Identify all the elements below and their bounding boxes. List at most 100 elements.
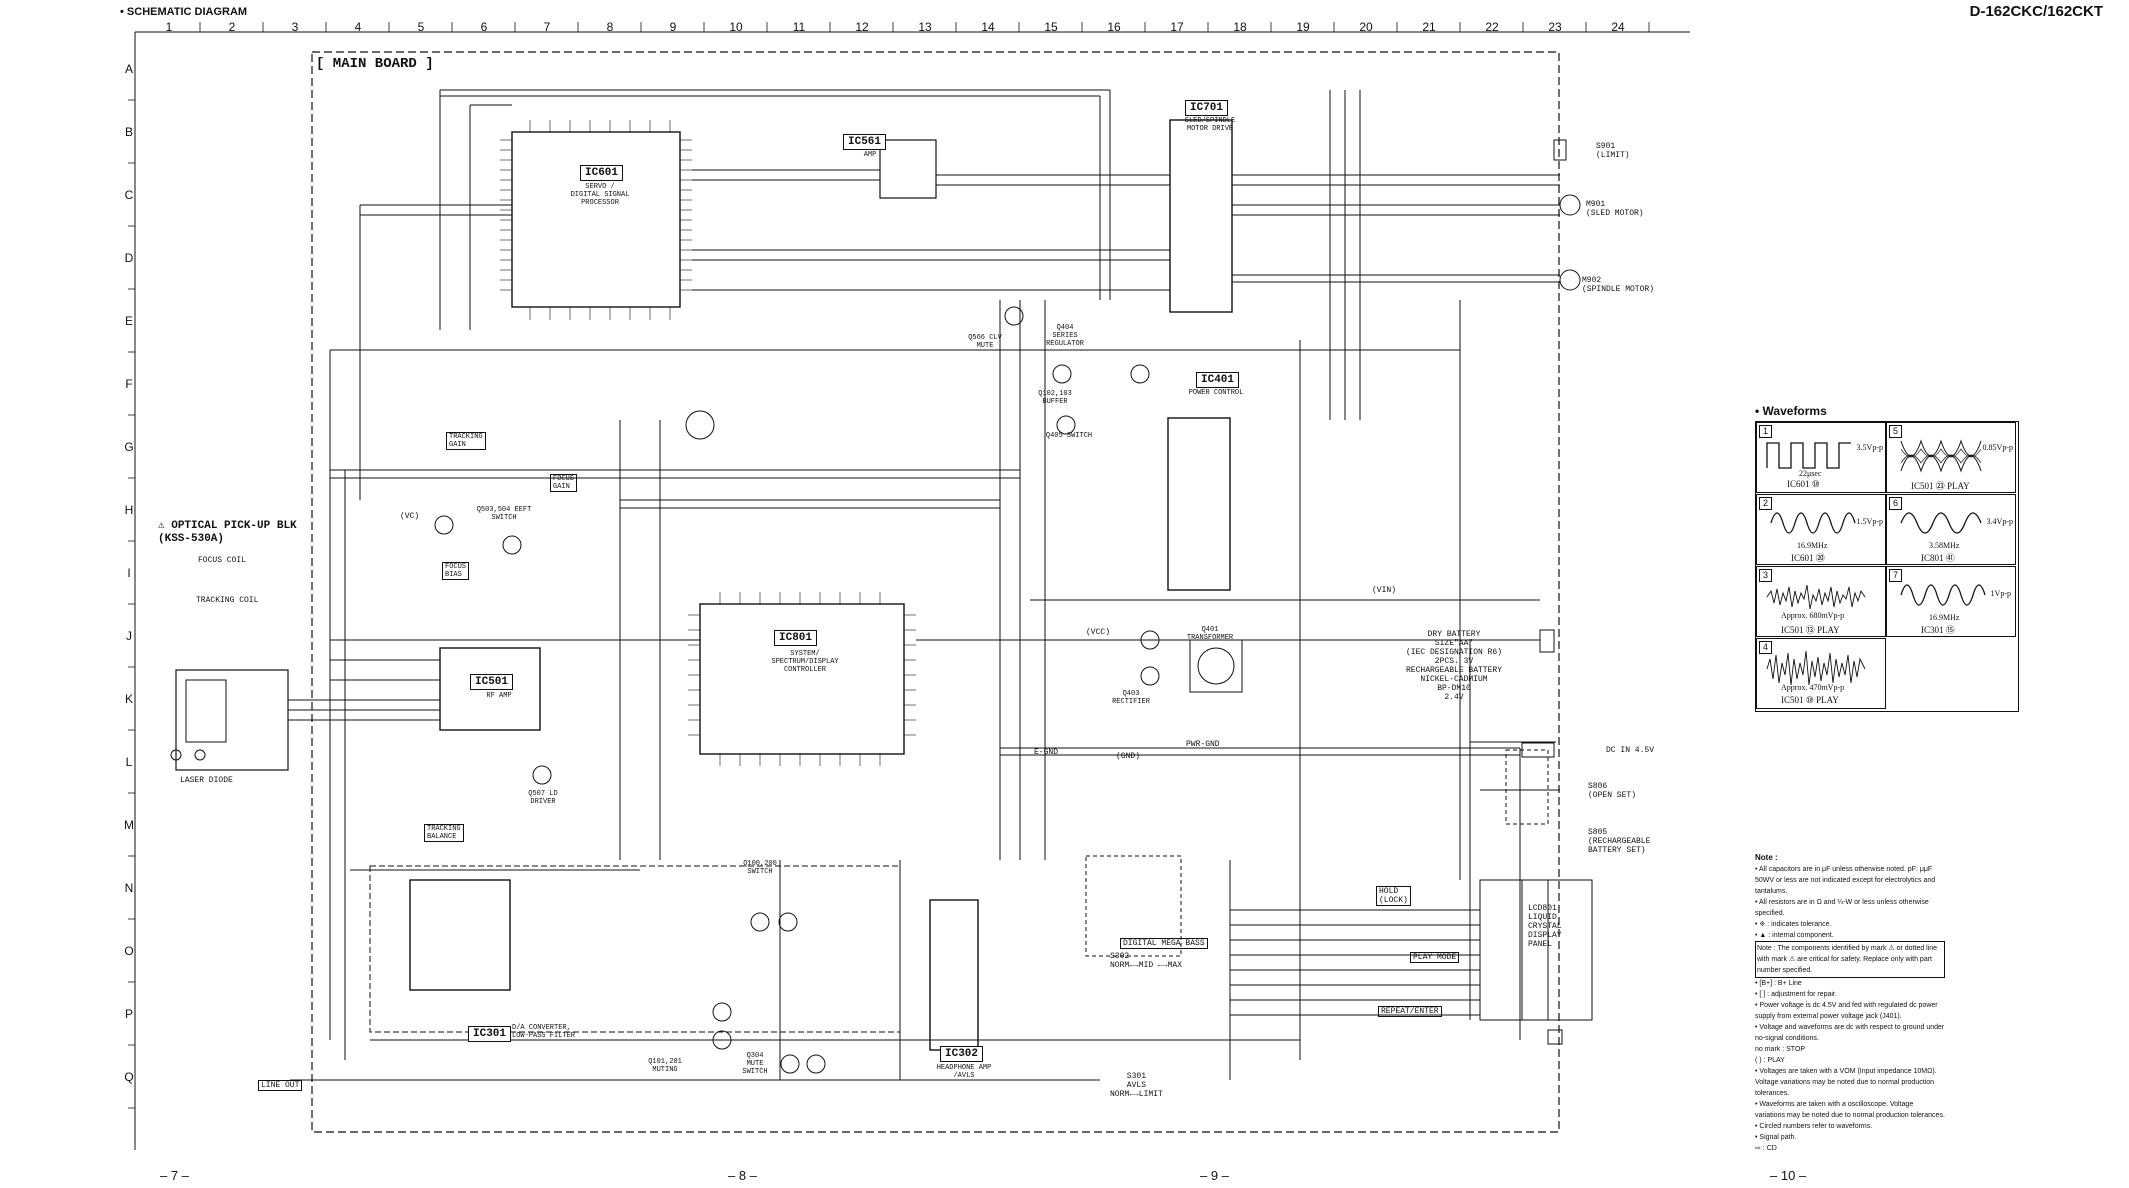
s901-label: S901 (LIMIT) [1596, 142, 1630, 160]
ic601-description: SERVO / DIGITAL SIGNAL PROCESSOR [570, 183, 630, 207]
column-number: 15 [1044, 20, 1058, 34]
digital-mega-bass-label: DIGITAL MEGA BASS [1120, 938, 1208, 949]
board-title: [ MAIN BOARD ] [316, 56, 434, 72]
row-letter: A [124, 62, 133, 76]
ic801-label: IC801 [774, 630, 818, 646]
vc-label: (VC) [400, 512, 420, 521]
note-line: ( ) : PLAY [1755, 1057, 1785, 1064]
waveform-number: 5 [1889, 425, 1902, 438]
waveform-value: 1.5Vp-p [1856, 517, 1883, 526]
column-number: 14 [981, 20, 995, 34]
waveform-frequency: 16.9MHz [1929, 613, 1960, 622]
waveform-number: 7 [1889, 569, 1902, 582]
waveform-reference: IC601 ⑩ [1787, 479, 1820, 489]
waveform-5: 5 0.85Vp-p IC501 ㉓ PLAY [1886, 422, 2016, 493]
battery-label: DRY BATTERY SIZE"AA" (IEC DESIGNATION R6… [1405, 630, 1502, 702]
waveform-number: 1 [1759, 425, 1772, 438]
note-line: no mark : STOP [1755, 1046, 1806, 1053]
note-line: • Voltage and waveforms are dc with resp… [1755, 1024, 1945, 1042]
column-number: 1 [165, 20, 173, 34]
page-number: – 10 – [1770, 1168, 1807, 1183]
focus-coil-label: FOCUS COIL [198, 556, 247, 565]
waveform-value: 3.5Vp-p [1856, 443, 1883, 452]
note-line: • All resistors are in Ω and ¼-W or less… [1755, 899, 1929, 917]
waveform-value: Approx. 680mVp-p [1781, 611, 1845, 620]
q401-label: Q401 TRANSFORMER [1186, 626, 1234, 642]
hold-label: HOLD (LOCK) [1376, 886, 1411, 906]
waveform-reference: IC501 ⑬ PLAY [1781, 625, 1840, 635]
model-title: D-162CKC/162CKT [1969, 3, 2103, 20]
row-letter: J [126, 629, 132, 643]
m902-label: M902 (SPINDLE MOTOR) [1582, 276, 1655, 294]
waveform-value: Approx. 470mVp-p [1781, 683, 1845, 692]
q102-label: Q102,103 BUFFER [1038, 390, 1072, 406]
column-number: 8 [606, 20, 614, 34]
optical-pickup-title: ⚠ OPTICAL PICK-UP BLK (KSS-530A) [158, 520, 297, 545]
waveforms-title: • Waveforms [1755, 404, 1827, 418]
ic561-description: AMP [863, 151, 877, 159]
row-letter: N [124, 881, 134, 895]
waveform-reference: IC501 ㉓ PLAY [1911, 481, 1970, 491]
s301-label: S301 AVLS NORM←→LIMIT [1110, 1072, 1163, 1099]
e-gnd-label: E-GND [1034, 748, 1059, 757]
row-letter: K [124, 692, 133, 706]
note-line: ⇨ : CD [1755, 1145, 1777, 1152]
ic561-label: IC561 [843, 134, 887, 150]
note-line: • Circled numbers refer to waveforms. [1755, 1123, 1873, 1130]
waveform-3: 3 Approx. 680mVp-p IC501 ⑬ PLAY [1756, 566, 1886, 637]
column-number: 4 [354, 20, 362, 34]
ic701-label: IC701 [1185, 100, 1229, 116]
row-letter: Q [124, 1070, 134, 1084]
ic501-label: IC501 [470, 674, 514, 690]
waveform-value: 3.4Vp-p [1986, 517, 2013, 526]
play-mode-label: PLAY MODE [1410, 952, 1460, 963]
row-letter: L [125, 755, 133, 769]
row-letter: F [125, 377, 133, 391]
waveform-7: 7 1Vp-p 16.9MHz IC301 ⑮ [1886, 566, 2016, 637]
sine-wave-icon [1900, 512, 1982, 534]
tracking-gain-label: TRACKING GAIN [446, 432, 486, 450]
ic302-description: HEADPHONE AMP /AVLS [936, 1064, 992, 1080]
tracking-balance-label: TRACKING BALANCE [424, 824, 464, 842]
q405-label: Q405 SWITCH [1045, 432, 1093, 440]
ic301-description: D/A CONVERTER, LOW-PASS FILTER [512, 1024, 576, 1040]
dc-in-label: DC IN 4.5V [1606, 746, 1655, 755]
q503-label: Q503,504 EEFT SWITCH [476, 506, 532, 522]
ic801-description: SYSTEM/ SPECTRUM/DISPLAY CONTROLLER [771, 650, 839, 674]
gnd-label: (GND) [1116, 752, 1141, 761]
column-number: 3 [291, 20, 299, 34]
pwr-gnd-label: PWR-GND [1186, 740, 1220, 749]
waveform-number: 6 [1889, 497, 1902, 510]
q403-label: Q403 RECTIFIER [1112, 690, 1150, 706]
noise-wave-icon [1766, 650, 1866, 686]
s805-label: S805 (RECHARGEABLE BATTERY SET) [1588, 828, 1651, 855]
note-line: • Voltages are taken with a VOM (Input i… [1755, 1068, 1937, 1097]
ic401-label: IC401 [1196, 372, 1240, 388]
q507-label: Q507 LD DRIVER [528, 790, 558, 806]
page-number: – 9 – [1200, 1168, 1229, 1183]
waveform-number: 2 [1759, 497, 1772, 510]
column-number: 9 [669, 20, 677, 34]
ic301-label: IC301 [468, 1026, 512, 1042]
s806-label: S806 (OPEN SET) [1588, 782, 1637, 800]
noise-wave-icon [1766, 584, 1866, 610]
vin-label: (VIN) [1372, 586, 1397, 595]
ic701-description: SLED/SPINDLE MOTOR DRIVE [1184, 117, 1236, 133]
column-number: 10 [729, 20, 743, 34]
note-line: • Waveforms are taken with a oscilloscop… [1755, 1101, 1945, 1119]
q404-label: Q404 SERIES REGULATOR [1046, 324, 1084, 348]
waveform-2: 2 1.5Vp-p 16.9MHz IC601 ⑳ [1756, 494, 1886, 565]
column-number: 21 [1422, 20, 1436, 34]
waveform-frequency: 16.9MHz [1797, 541, 1828, 550]
column-number: 13 [918, 20, 932, 34]
row-letter: C [124, 188, 134, 202]
ic601-label: IC601 [580, 165, 624, 181]
laser-diode-label: LASER DIODE [180, 776, 233, 785]
note-line: Note : The components identified by mark… [1755, 941, 1945, 978]
square-wave-icon [1766, 442, 1851, 469]
page-number: – 8 – [728, 1168, 757, 1183]
s302-label: S302 NORM←→MID ←→MAX [1110, 952, 1183, 970]
column-number: 5 [417, 20, 425, 34]
waveform-frequency: 3.58MHz [1929, 541, 1960, 550]
